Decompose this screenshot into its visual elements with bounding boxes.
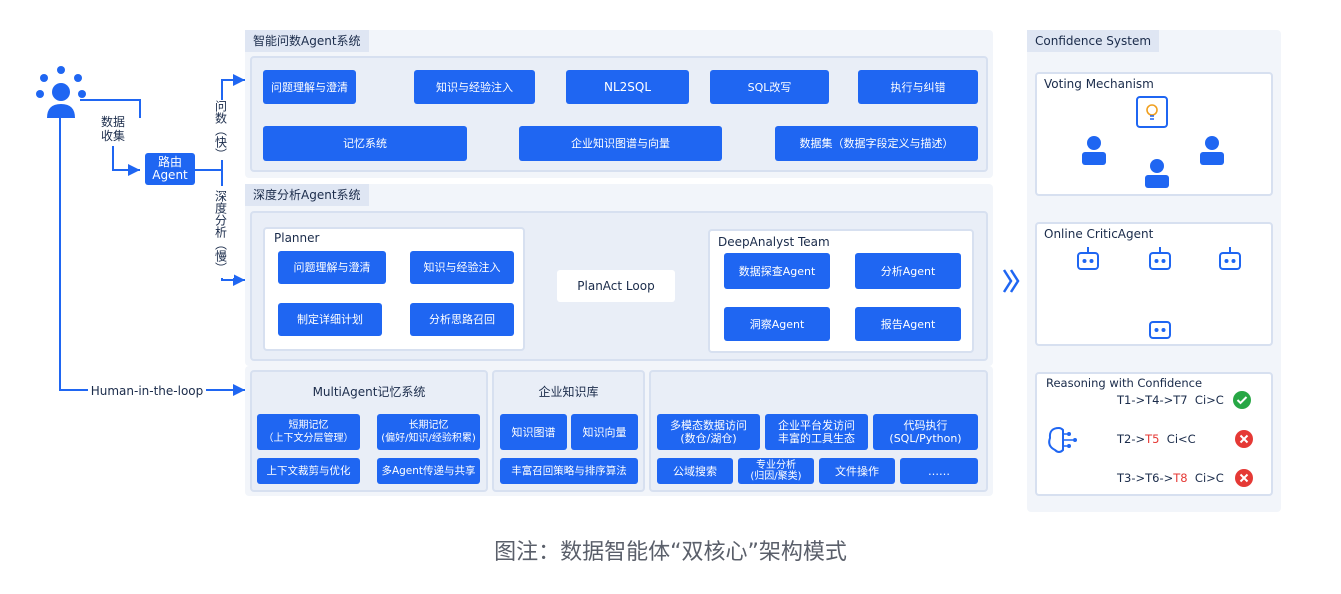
- reasoning-path-1: T1->T4->T7 Ci>C: [1117, 393, 1224, 407]
- lightbulb-icon: [1136, 96, 1168, 128]
- enterprise-kb-title: 企业知识库: [538, 385, 599, 399]
- team-report-agent[interactable]: 报告Agent: [855, 307, 961, 341]
- voter-person-icon-center: [1143, 158, 1171, 188]
- figure-caption: 图注：数据智能体“双核心”架构模式: [494, 540, 847, 565]
- router-agent-node[interactable]: 路由 Agent: [145, 153, 195, 185]
- tool-public-search[interactable]: 公域搜索: [657, 458, 733, 484]
- reasoning-title: Reasoning with Confidence: [1046, 376, 1203, 390]
- kb-graph[interactable]: 知识图谱: [500, 414, 567, 450]
- robot-icon-critic: [1148, 320, 1172, 346]
- tool-multimodal-access[interactable]: 多模态数据访问 (数仓/湖仓): [657, 414, 760, 450]
- robot-icon-left: [1076, 247, 1100, 273]
- long-term-memory[interactable]: 长期记忆 (偏好/知识/经验积累): [377, 414, 480, 450]
- robot-icon-center: [1148, 247, 1172, 273]
- confidence-system-title: Confidence System: [1027, 30, 1160, 52]
- fast-query-label: 问数（快）: [208, 100, 234, 160]
- nl-step-nl2sql[interactable]: NL2SQL: [566, 70, 689, 104]
- nl-step-understand[interactable]: 问题理解与澄清: [263, 70, 356, 104]
- nl-dataset[interactable]: 数据集（数据字段定义与描述）: [775, 126, 978, 161]
- team-insight-agent[interactable]: 洞察Agent: [724, 307, 830, 341]
- planner-step-plan[interactable]: 制定详细计划: [278, 303, 382, 336]
- path-2-cond: Ci<C: [1166, 432, 1196, 446]
- reasoning-card: [1035, 372, 1273, 496]
- voter-person-icon-left: [1080, 135, 1108, 165]
- tool-code-exec[interactable]: 代码执行 (SQL/Python): [873, 414, 978, 450]
- robot-icon-right: [1218, 247, 1242, 273]
- nl-agent-system-title: 智能问数Agent系统: [245, 30, 369, 52]
- tool-pro-analysis[interactable]: 专业分析 (归因/聚类): [738, 458, 814, 484]
- reasoning-path-3: T3->T6->T8 Ci>C: [1117, 471, 1224, 485]
- kb-rank[interactable]: 丰富召回策略与排序算法: [500, 458, 638, 484]
- planner-step-knowledge[interactable]: 知识与经验注入: [410, 251, 514, 284]
- multiagent-share[interactable]: 多Agent传递与共享: [377, 458, 480, 484]
- short-term-memory[interactable]: 短期记忆 （上下文分层管理）: [257, 414, 360, 450]
- reasoning-path-2: T2->T5 Ci<C: [1117, 432, 1196, 446]
- path-3-prefix: T3->T6->: [1117, 471, 1174, 485]
- brain-icon: [1045, 424, 1081, 456]
- planner-title: Planner: [274, 231, 320, 245]
- kb-vector[interactable]: 知识向量: [571, 414, 638, 450]
- voter-person-icon-right: [1198, 135, 1226, 165]
- path-1-cond: Ci>C: [1194, 393, 1224, 407]
- tool-file-ops[interactable]: 文件操作: [819, 458, 895, 484]
- planner-step-recall[interactable]: 分析思路召回: [410, 303, 514, 336]
- user-group-icon: [36, 64, 86, 118]
- path-2-prefix: T2->: [1117, 432, 1146, 446]
- critic-agent-title: Online CriticAgent: [1044, 227, 1154, 241]
- path-2-red: T5: [1145, 432, 1160, 446]
- nl-step-execute[interactable]: 执行与纠错: [858, 70, 978, 104]
- human-in-the-loop-label: Human-in-the-loop: [88, 374, 206, 408]
- context-crop[interactable]: 上下文裁剪与优化: [257, 458, 360, 484]
- cross-icon-1: [1234, 429, 1254, 449]
- voting-mechanism-title: Voting Mechanism: [1044, 77, 1154, 91]
- planact-loop-label: PlanAct Loop: [557, 270, 675, 302]
- path-3-red: T8: [1173, 471, 1188, 485]
- tool-platform-access[interactable]: 企业平台发访问 丰富的工具生态: [765, 414, 868, 450]
- deepanalyst-team-title: DeepAnalyst Team: [718, 235, 830, 249]
- multiagent-memory-title: MultiAgent记忆系统: [312, 385, 426, 399]
- deep-agent-system-title: 深度分析Agent系统: [245, 184, 369, 206]
- path-1-prefix: T1->T4->T7: [1117, 393, 1188, 407]
- tool-more[interactable]: ……: [900, 458, 978, 484]
- nl-step-knowledge[interactable]: 知识与经验注入: [414, 70, 535, 104]
- collect-label: 数据 收集: [87, 112, 139, 146]
- critic-agent-card: [1035, 222, 1273, 346]
- check-icon: [1232, 390, 1252, 410]
- nl-knowledge-graph[interactable]: 企业知识图谱与向量: [519, 126, 722, 161]
- nl-step-sql-rewrite[interactable]: SQL改写: [710, 70, 829, 104]
- team-data-explore-agent[interactable]: 数据探查Agent: [724, 253, 830, 289]
- deep-analysis-label: 深度分析（慢）: [208, 186, 234, 278]
- nl-memory-system[interactable]: 记忆系统: [263, 126, 467, 161]
- planner-step-understand[interactable]: 问题理解与澄清: [278, 251, 386, 284]
- team-analysis-agent[interactable]: 分析Agent: [855, 253, 961, 289]
- path-3-cond: Ci>C: [1194, 471, 1224, 485]
- cross-icon-2: [1234, 468, 1254, 488]
